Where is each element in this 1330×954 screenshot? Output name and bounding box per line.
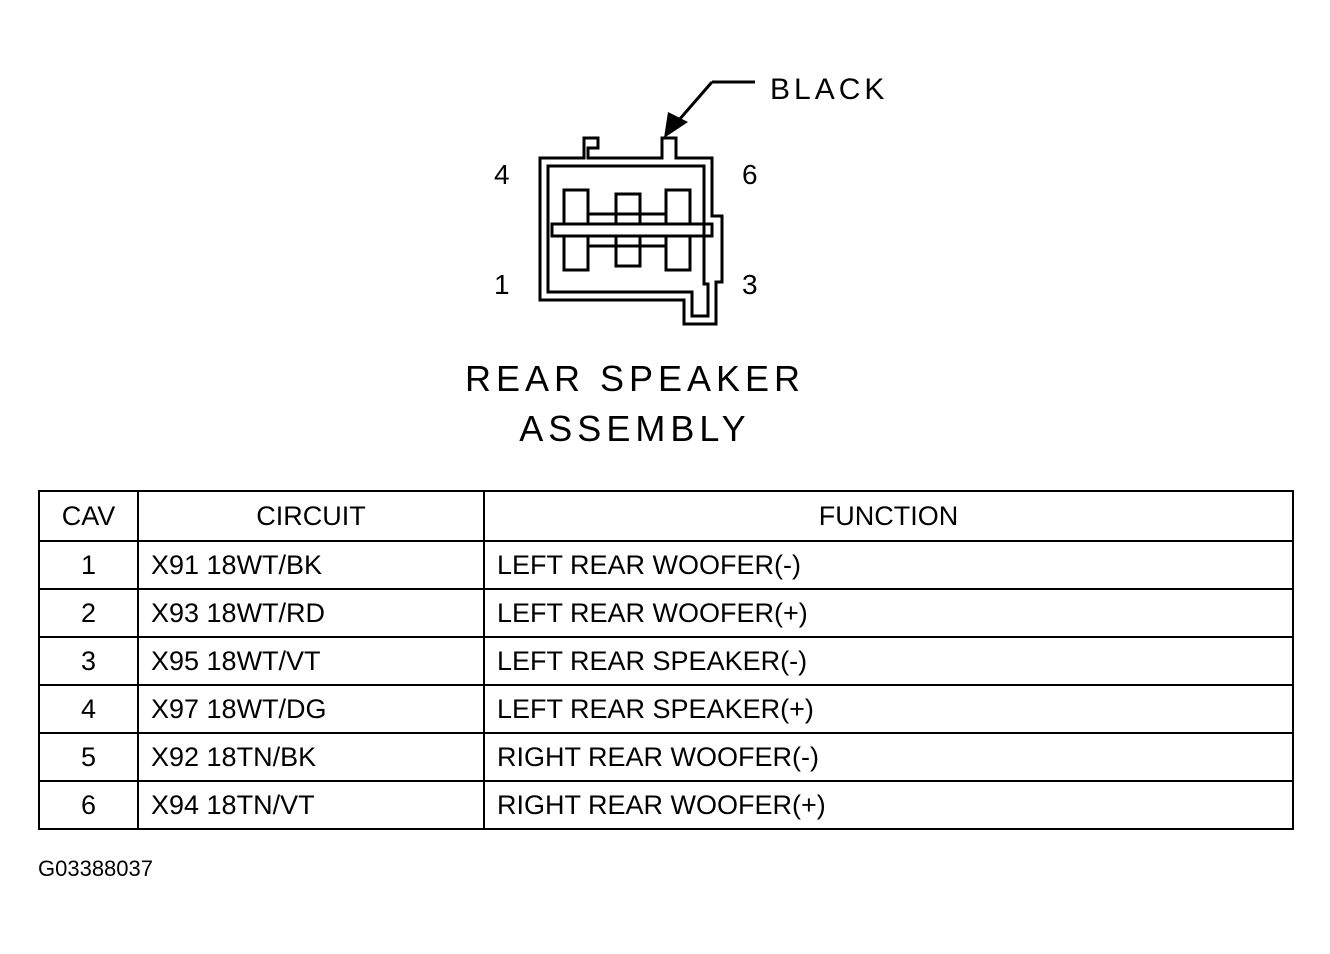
cell-function: LEFT REAR SPEAKER(+) (483, 684, 1294, 734)
table-header-row: CAV CIRCUIT FUNCTION (38, 490, 1294, 542)
cavity-4 (562, 188, 590, 226)
cell-function: RIGHT REAR WOOFER(-) (483, 732, 1294, 782)
cavity-1 (562, 234, 590, 272)
pinout-table: CAV CIRCUIT FUNCTION 1 X91 18WT/BK LEFT … (38, 490, 1294, 830)
cell-circuit: X94 18TN/VT (137, 780, 485, 830)
cell-function: LEFT REAR WOOFER(-) (483, 540, 1294, 590)
header-cav: CAV (38, 490, 139, 542)
table-row: 2 X93 18WT/RD LEFT REAR WOOFER(+) (38, 588, 1294, 638)
cell-function: LEFT REAR SPEAKER(-) (483, 636, 1294, 686)
table-row: 3 X95 18WT/VT LEFT REAR SPEAKER(-) (38, 636, 1294, 686)
cavity-3 (664, 234, 692, 272)
cell-cav: 5 (38, 732, 139, 782)
cell-circuit: X97 18WT/DG (137, 684, 485, 734)
header-circuit: CIRCUIT (137, 490, 485, 542)
cell-circuit: X95 18WT/VT (137, 636, 485, 686)
table-row: 1 X91 18WT/BK LEFT REAR WOOFER(-) (38, 540, 1294, 590)
pin-label-top-left: 4 (494, 159, 510, 190)
cell-circuit: X92 18TN/BK (137, 732, 485, 782)
connector-diagram: BLACK 4 6 1 3 (494, 73, 888, 326)
cell-cav: 2 (38, 588, 139, 638)
cavity-6 (664, 188, 692, 226)
cell-function: RIGHT REAR WOOFER(+) (483, 780, 1294, 830)
callout-arrowhead (664, 112, 688, 138)
pin-label-bottom-right: 3 (742, 269, 758, 300)
cavity-5 (614, 192, 642, 226)
pin-label-bottom-left: 1 (494, 269, 510, 300)
cell-circuit: X93 18WT/RD (137, 588, 485, 638)
connector-color-label: BLACK (770, 73, 888, 106)
housing-outer (538, 136, 724, 326)
housing-center-bar (550, 222, 714, 238)
table-row: 5 X92 18TN/BK RIGHT REAR WOOFER(-) (38, 732, 1294, 782)
cell-cav: 3 (38, 636, 139, 686)
pin-label-top-right: 6 (742, 159, 758, 190)
connector-caption-line2: ASSEMBLY (519, 408, 751, 449)
cell-function: LEFT REAR WOOFER(+) (483, 588, 1294, 638)
header-function: FUNCTION (483, 490, 1294, 542)
connector-housing (538, 136, 724, 326)
table-row: 6 X94 18TN/VT RIGHT REAR WOOFER(+) (38, 780, 1294, 830)
housing-inner (546, 164, 710, 318)
table-row: 4 X97 18WT/DG LEFT REAR SPEAKER(+) (38, 684, 1294, 734)
cell-cav: 6 (38, 780, 139, 830)
figure-id: G03388037 (38, 856, 153, 881)
cell-cav: 1 (38, 540, 139, 590)
connector-caption-line1: REAR SPEAKER (464, 358, 806, 399)
cell-circuit: X91 18WT/BK (137, 540, 485, 590)
cavity-2 (614, 234, 642, 268)
cell-cav: 4 (38, 684, 139, 734)
